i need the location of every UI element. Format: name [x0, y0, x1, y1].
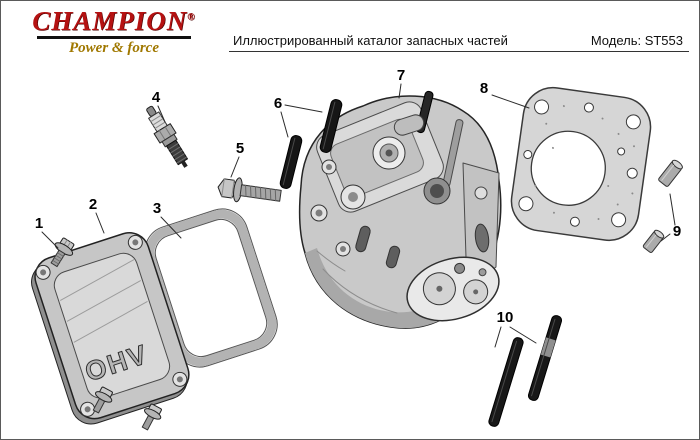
rocker-stud-left [279, 135, 303, 189]
gasket-texture [534, 105, 635, 220]
valve-cover-bolt-1 [50, 237, 75, 268]
leader-7 [398, 83, 402, 99]
part-label-5: 5 [236, 140, 244, 157]
registered-mark: ® [187, 12, 196, 23]
rocker-stud-right [319, 99, 343, 153]
part-label-10: 10 [497, 309, 514, 326]
leader-1 [41, 231, 59, 249]
leader-10a [494, 326, 502, 348]
valve-cover-bolt-extra-1 [92, 386, 113, 414]
valve-cover-bolt-extra-2 [141, 403, 162, 431]
leader-9a [669, 193, 676, 226]
leader-9b [660, 233, 671, 242]
flange-bolt [217, 177, 282, 203]
leader-3 [160, 216, 182, 239]
combustion-chamber [406, 256, 500, 322]
part-label-2: 2 [89, 196, 97, 213]
part-label-8: 8 [480, 80, 488, 97]
leader-10b [509, 326, 537, 344]
cylinder-stud-left [488, 337, 524, 427]
leader-4 [157, 105, 166, 123]
part-label-3: 3 [153, 200, 161, 217]
leader-6b [284, 104, 323, 113]
part-label-7: 7 [397, 67, 405, 84]
cylinder-stud-right [527, 315, 563, 401]
leader-5 [230, 156, 240, 178]
part-label-6: 6 [274, 95, 282, 112]
spark-plug [146, 105, 189, 168]
rocker-pivot [393, 114, 425, 136]
part-label-9: 9 [673, 223, 681, 240]
brand-tagline: Power & force [37, 36, 191, 57]
leader-2 [95, 212, 105, 234]
part-label-4: 4 [152, 89, 161, 106]
dowel-pin-top [658, 159, 683, 187]
pushrod-slot [355, 225, 371, 253]
champion-logo: CHAMPION® Power & force [29, 7, 199, 57]
leader-6a [280, 111, 289, 138]
cylinder-head [298, 90, 502, 329]
dowel-pin-bottom [642, 229, 665, 253]
model-label: Модель: ST553 [590, 33, 683, 48]
pushrod-slot [385, 245, 401, 269]
part-labels: 1 2 3 4 5 6 7 8 9 10 [35, 67, 681, 326]
valve-cover: OHV [31, 232, 190, 425]
leader-lines [41, 83, 676, 348]
header-rule [229, 51, 689, 52]
leader-8 [491, 94, 530, 109]
catalog-title: Иллюстрированный каталог запасных частей [233, 33, 508, 48]
brand-text: CHAMPION® [32, 6, 196, 36]
head-gasket [510, 86, 652, 242]
part-label-1: 1 [35, 215, 43, 232]
